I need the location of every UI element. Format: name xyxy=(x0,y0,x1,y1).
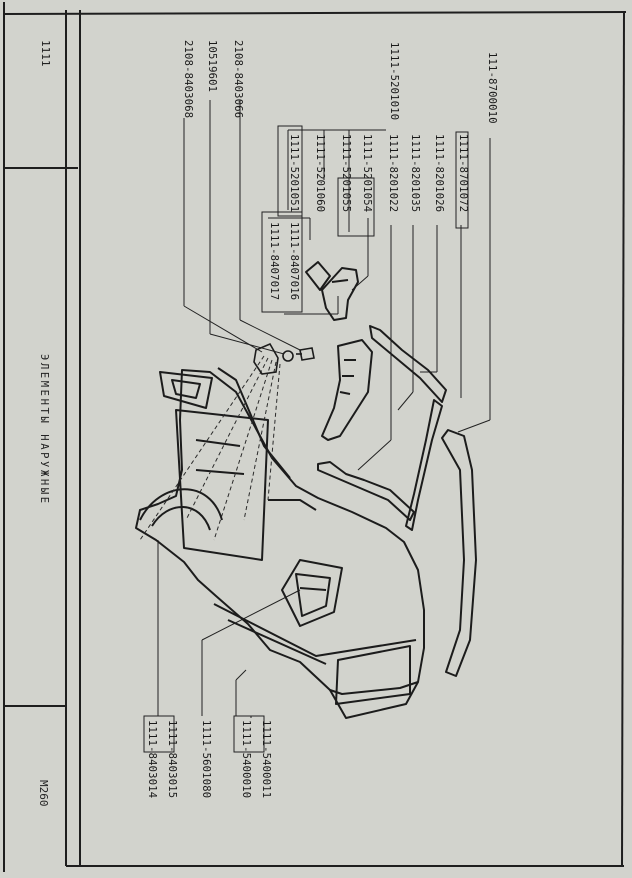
part-label: 1111-5201060 xyxy=(314,134,326,213)
leader-lines xyxy=(152,100,491,718)
part-label: 1111-8201022 xyxy=(387,134,399,213)
part-label: 1111-5201054 xyxy=(361,134,373,213)
assembly-dashes xyxy=(139,355,281,541)
part-label: 1111-8407016 xyxy=(288,222,300,301)
part-label: 1111-5201051 xyxy=(288,134,300,213)
roof-moldings xyxy=(305,261,477,677)
part-label: 1111-8403014 xyxy=(146,720,158,799)
model-code: 1111 xyxy=(39,40,52,67)
fasteners xyxy=(253,342,315,375)
part-label: 2108-8403066 xyxy=(232,40,244,119)
part-label: 1111-5201055 xyxy=(340,134,352,213)
part-label: 1111-5201010 xyxy=(388,42,400,121)
part-label: 2108-8403068 xyxy=(182,40,194,119)
part-label: 1111-5601080 xyxy=(200,720,212,799)
label-brackets xyxy=(143,125,469,753)
part-label: 10519601 xyxy=(206,40,218,93)
body-side-panel xyxy=(135,367,425,719)
sheet-frame xyxy=(3,2,627,872)
part-label: 1111-8201035 xyxy=(409,134,421,213)
part-label: 111-8700010 xyxy=(486,52,498,124)
part-label: 1111-5400010 xyxy=(240,720,252,799)
page-number: M260 xyxy=(37,780,50,807)
section-title: ЭЛЕМЕНТЫ НАРУЖНЫЕ xyxy=(38,354,50,506)
part-label: 1111-8403015 xyxy=(166,720,178,799)
part-label: 1111-5400011 xyxy=(260,720,272,799)
part-label: 1111-8201026 xyxy=(433,134,445,213)
part-label: 1111-8701072 xyxy=(457,134,469,213)
part-label: 1111-8407017 xyxy=(268,222,280,301)
